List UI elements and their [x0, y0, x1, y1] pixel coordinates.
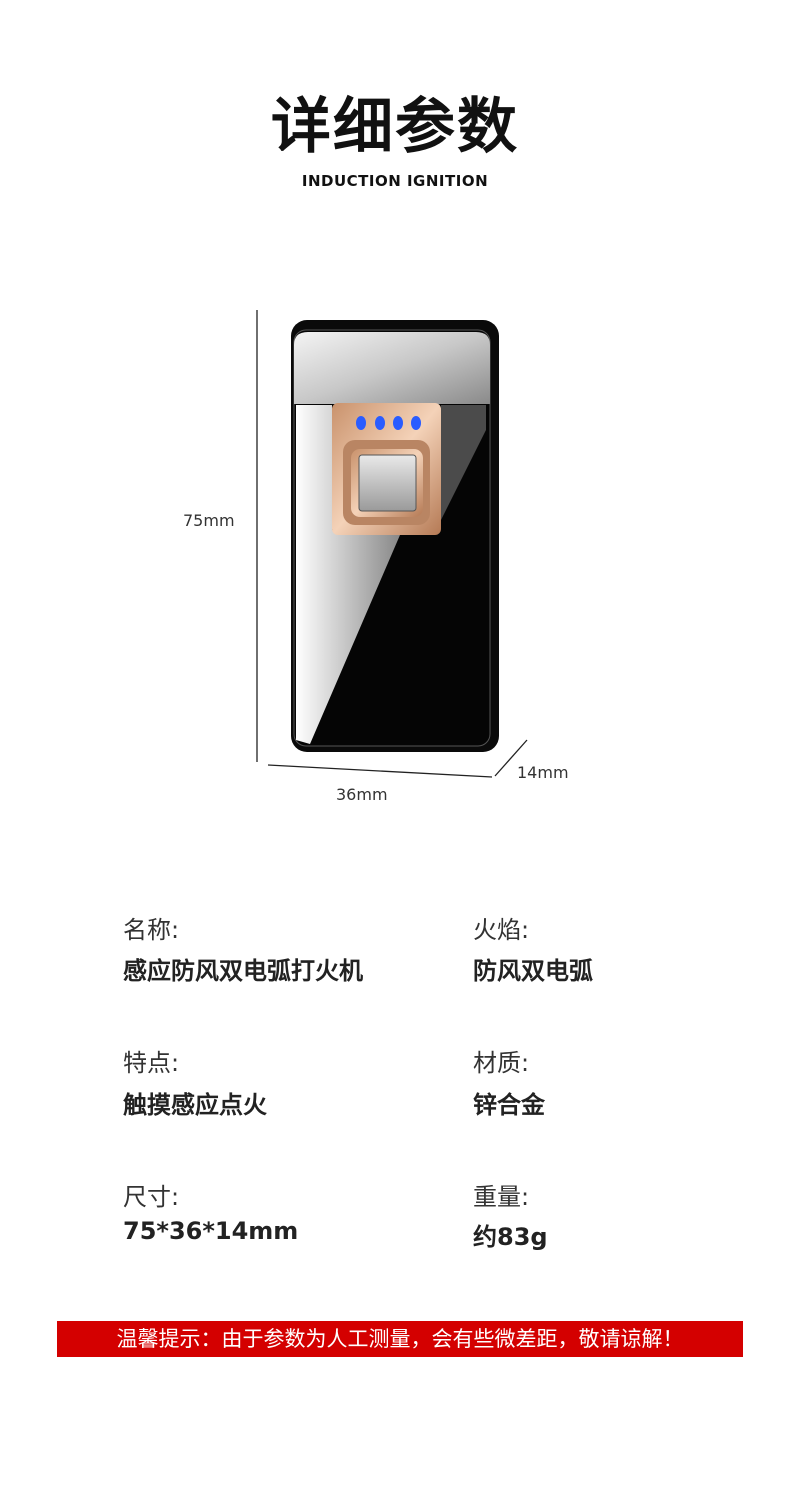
dimension-lines	[256, 310, 528, 778]
spec-value-material: 锌合金	[473, 1091, 545, 1119]
lighter-product-image	[256, 310, 528, 778]
spec-value-weight: 约83g	[473, 1223, 548, 1251]
spec-value-name: 感应防风双电弧打火机	[123, 957, 363, 985]
spec-label-material: 材质:	[473, 1049, 530, 1077]
depth-dimension: 14mm	[517, 763, 569, 782]
spec-value-flame: 防风双电弧	[473, 957, 593, 985]
spec-label-feature: 特点:	[123, 1049, 180, 1077]
page-subtitle: INDUCTION IGNITION	[301, 172, 489, 190]
height-dimension: 75mm	[183, 511, 235, 530]
spec-label-size: 尺寸:	[123, 1183, 180, 1211]
spec-label-weight: 重量:	[473, 1183, 530, 1211]
spec-value-feature: 触摸感应点火	[123, 1091, 267, 1119]
spec-value-size: 75*36*14mm	[123, 1217, 299, 1245]
spec-label-flame: 火焰:	[473, 916, 530, 944]
notice-banner: 温馨提示：由于参数为人工测量，会有些微差距，敬请谅解！	[57, 1321, 743, 1357]
page-title: 详细参数	[271, 92, 519, 162]
led-indicators	[356, 416, 421, 430]
spec-label-name: 名称:	[123, 916, 180, 944]
width-dimension: 36mm	[336, 785, 388, 804]
